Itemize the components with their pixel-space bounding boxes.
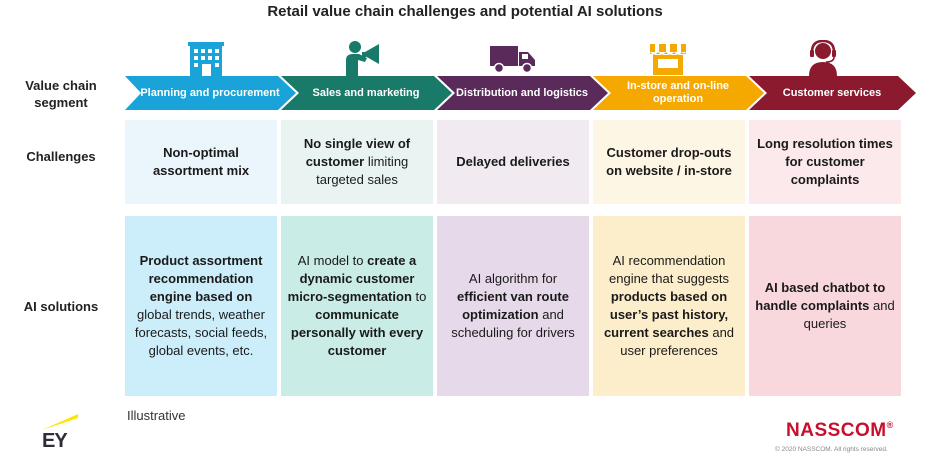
challenge-text-distribution: Delayed deliveries bbox=[456, 153, 569, 171]
solution-text-sales: AI model to create a dynamic customer mi… bbox=[287, 252, 427, 360]
segment-label-customer: Customer services bbox=[782, 86, 882, 99]
megaphone-person-icon bbox=[346, 41, 379, 76]
solution-text-planning: Product assortment recommendation engine… bbox=[131, 252, 271, 360]
text-run: and scheduling for drivers bbox=[451, 307, 575, 340]
challenge-box-sales: No single view of customer limiting targ… bbox=[281, 120, 433, 204]
solution-box-distribution: AI algorithm for efficient van route opt… bbox=[437, 216, 589, 396]
row-label-value-chain: Value chain segment bbox=[25, 78, 97, 110]
ey-logo: EY bbox=[42, 430, 68, 452]
chevron-customer bbox=[749, 76, 916, 110]
nasscom-logo-text: NASSCOM bbox=[786, 420, 887, 441]
challenge-box-customer: Long resolution times for customer compl… bbox=[749, 120, 901, 204]
bold-text-run: Customer drop-outs on website / in-store bbox=[606, 145, 732, 178]
solution-box-instore: AI recommendation engine that suggests p… bbox=[593, 216, 745, 396]
building-icon bbox=[188, 42, 224, 76]
challenge-text-planning: Non-optimal assortment mix bbox=[131, 144, 271, 180]
storefront-icon bbox=[650, 44, 686, 75]
bold-text-run: AI based chatbot to handle complaints bbox=[755, 280, 886, 313]
copyright-notice: © 2020 NASSCOM. All rights reserved. bbox=[775, 446, 888, 453]
row-label-challenges: Challenges bbox=[26, 149, 96, 164]
text-run: global trends, weather forecasts, social… bbox=[134, 307, 268, 358]
segment-label-instore: In-store and on-line operation bbox=[626, 80, 730, 105]
headset-agent-icon bbox=[809, 40, 837, 76]
solution-text-instore: AI recommendation engine that suggests p… bbox=[599, 252, 739, 360]
bold-text-run: efficient van route optimization bbox=[457, 289, 569, 322]
solution-box-planning: Product assortment recommendation engine… bbox=[125, 216, 277, 396]
challenge-box-planning: Non-optimal assortment mix bbox=[125, 120, 277, 204]
challenge-text-sales: No single view of customer limiting targ… bbox=[287, 135, 427, 189]
challenge-box-instore: Customer drop-outs on website / in-store bbox=[593, 120, 745, 204]
solution-box-customer: AI based chatbot to handle complaints an… bbox=[749, 216, 901, 396]
text-run: AI recommendation engine that suggests bbox=[609, 253, 729, 286]
nasscom-logo: NASSCOM® bbox=[786, 420, 894, 442]
bold-text-run: Long resolution times for customer compl… bbox=[757, 136, 893, 187]
solution-text-customer: AI based chatbot to handle complaints an… bbox=[755, 279, 895, 333]
value-chain-arrow bbox=[125, 76, 916, 110]
text-run: to bbox=[411, 289, 427, 304]
text-run: and user preferences bbox=[620, 325, 735, 358]
bold-text-run: Delayed deliveries bbox=[456, 154, 570, 169]
chevron-sales bbox=[281, 76, 452, 110]
chevron-planning bbox=[125, 76, 296, 110]
ey-logo-beam bbox=[42, 414, 78, 430]
bold-text-run: create a dynamic customer micro-segmenta… bbox=[287, 253, 417, 304]
segment-label-distribution: Distribution and logistics bbox=[455, 86, 588, 99]
challenge-text-customer: Long resolution times for customer compl… bbox=[755, 135, 895, 189]
solution-text-distribution: AI algorithm for efficient van route opt… bbox=[443, 270, 583, 342]
page-title: Retail value chain challenges and potent… bbox=[267, 3, 663, 20]
bold-text-run: No single view of customer bbox=[303, 136, 411, 169]
chevron-distribution bbox=[437, 76, 608, 110]
bold-text-run: Product assortment recommendation engine… bbox=[139, 253, 263, 304]
bold-text-run: Non-optimal assortment mix bbox=[152, 145, 250, 178]
delivery-truck-icon bbox=[490, 46, 535, 74]
text-run: limiting targeted sales bbox=[316, 154, 409, 187]
illustrative-note: Illustrative bbox=[127, 408, 186, 423]
text-run: and queries bbox=[803, 298, 895, 331]
text-run: AI algorithm for bbox=[468, 271, 558, 286]
bold-text-run: communicate personally with every custom… bbox=[290, 307, 424, 358]
registered-mark: ® bbox=[886, 420, 894, 430]
challenge-text-instore: Customer drop-outs on website / in-store bbox=[599, 144, 739, 180]
solution-box-sales: AI model to create a dynamic customer mi… bbox=[281, 216, 433, 396]
row-label-ai-solutions: AI solutions bbox=[23, 299, 99, 314]
text-run: AI model to bbox=[297, 253, 368, 268]
chevron-instore bbox=[593, 76, 764, 110]
segment-label-sales: Sales and marketing bbox=[312, 86, 420, 99]
segment-label-planning: Planning and procurement bbox=[140, 86, 280, 99]
challenge-box-distribution: Delayed deliveries bbox=[437, 120, 589, 204]
bold-text-run: products based on user’s past history, c… bbox=[603, 289, 729, 340]
